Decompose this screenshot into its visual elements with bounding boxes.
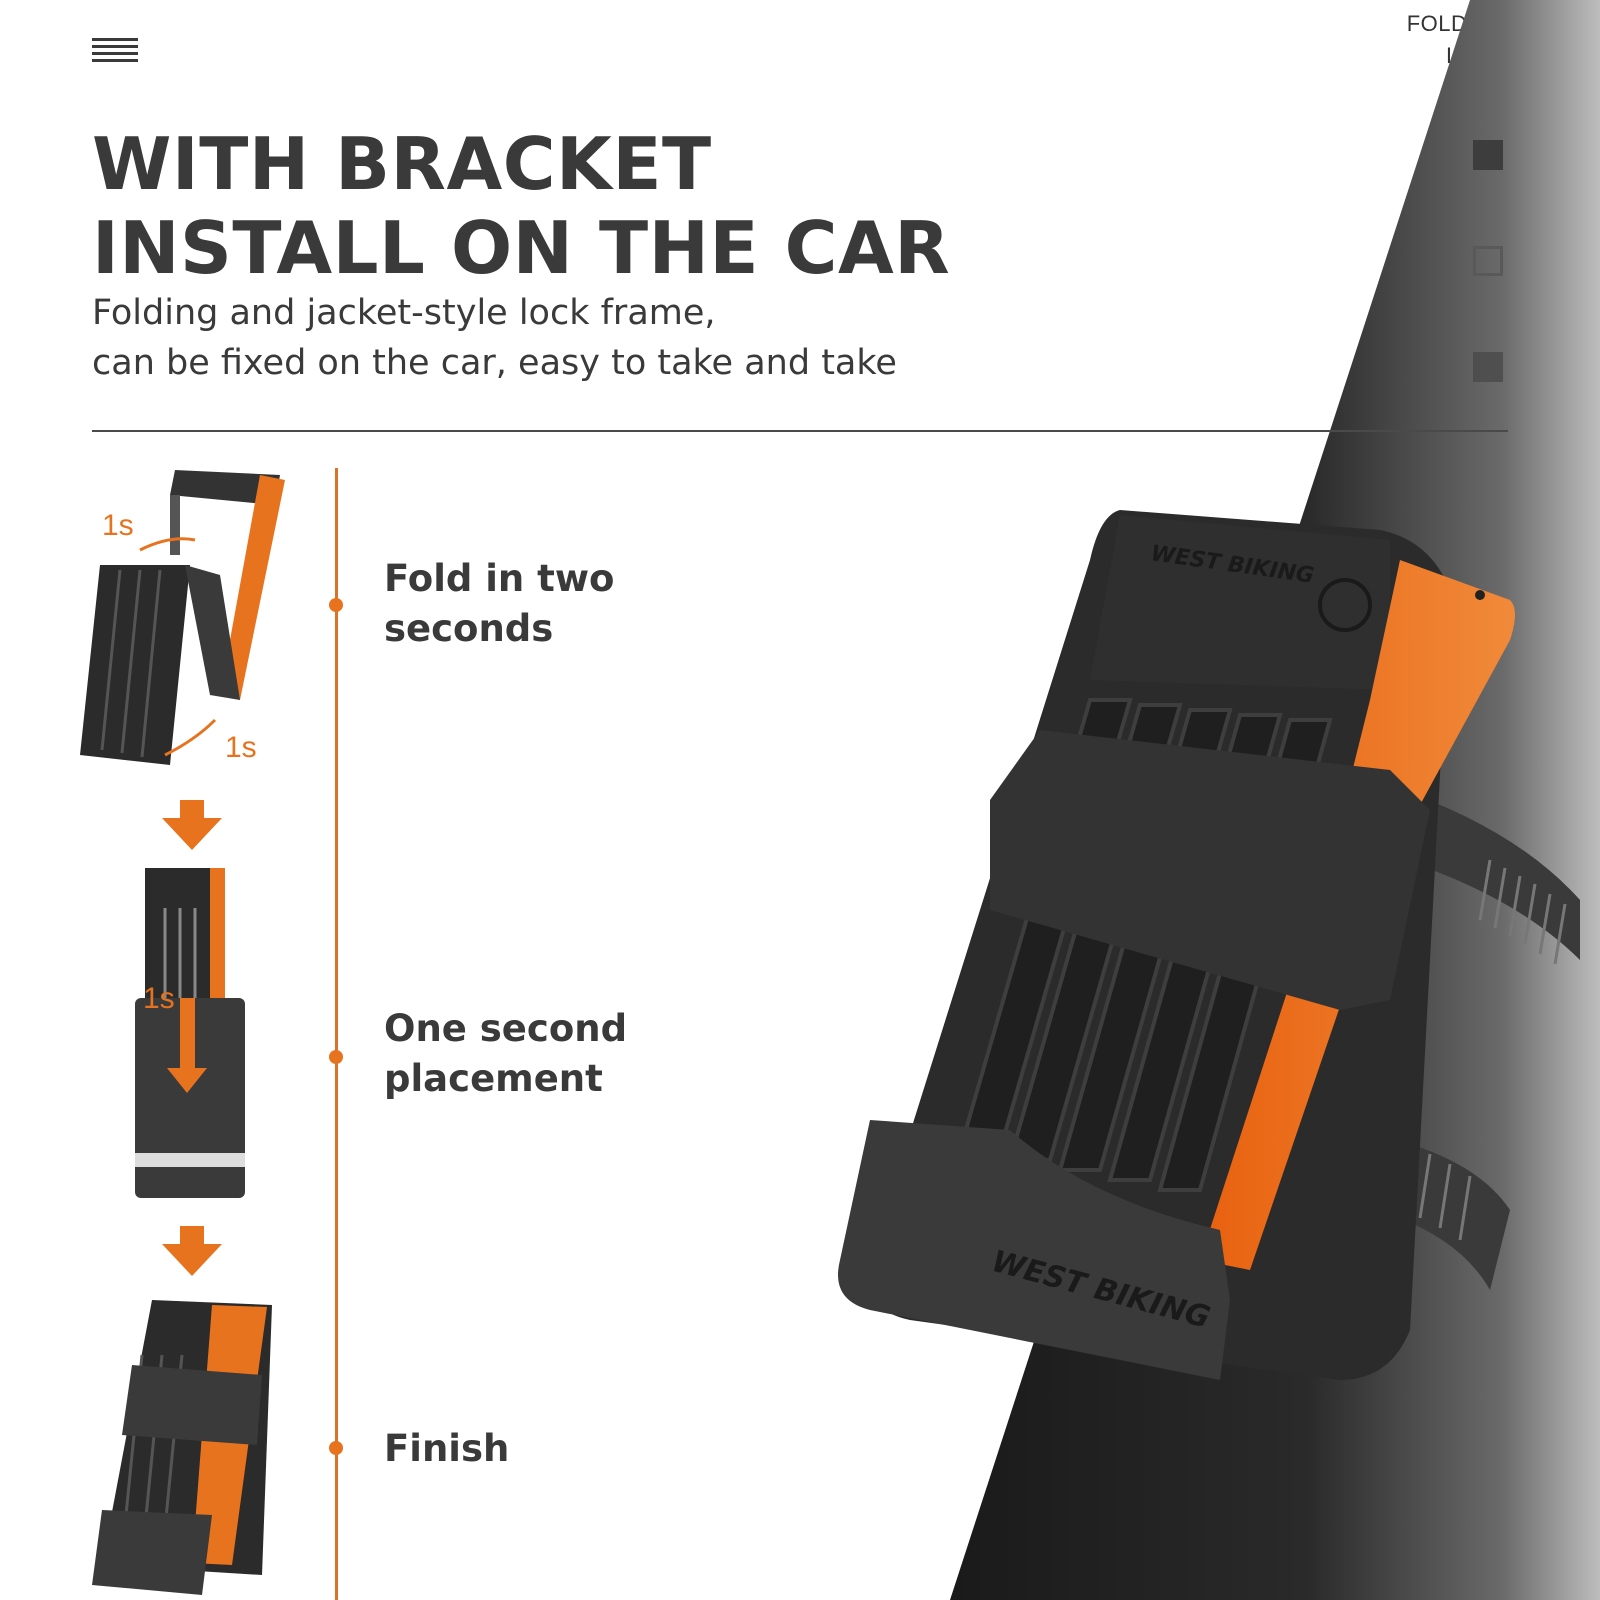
step-placement-line2: placement	[384, 1057, 603, 1100]
slide-marker-1[interactable]	[1473, 140, 1503, 170]
fold-time-label-bottom: 1s	[225, 731, 257, 764]
slide-marker-2[interactable]	[1473, 246, 1503, 276]
slide-marker-3[interactable]	[1473, 352, 1503, 382]
down-arrow-icon-1	[162, 800, 222, 850]
page-subtitle: Folding and jacket-style lock frame, can…	[92, 288, 897, 388]
step-placement-line1: One second	[384, 1007, 628, 1050]
step-placement: One second placement	[384, 1004, 627, 1104]
placement-time-label: 1s	[143, 982, 175, 1015]
headline-line2: INSTALL ON THE CAR	[92, 206, 951, 290]
finish-step-thumbnail	[92, 1300, 272, 1595]
step-finish: Finish	[384, 1424, 509, 1474]
page-headline: WITH BRACKET INSTALL ON THE CAR	[92, 122, 950, 290]
timeline-line	[335, 468, 338, 1600]
step-fold-line1: Fold in two	[384, 557, 615, 600]
step-finish-line1: Finish	[384, 1427, 510, 1470]
bike-mounted-lock-illustration: WEST BIKING WEST BIKING	[838, 0, 1600, 1600]
timeline-dot-3	[329, 1441, 343, 1455]
headline-line1: WITH BRACKET	[92, 122, 712, 206]
subtitle-line1: Folding and jacket-style lock frame,	[92, 293, 716, 333]
fold-step-thumbnail: 1s 1s	[80, 470, 285, 765]
placement-step-thumbnail: 1s	[135, 868, 245, 1198]
timeline-dot-1	[329, 598, 343, 612]
step-fold: Fold in two seconds	[384, 554, 614, 654]
subtitle-line2: can be fixed on the car, easy to take an…	[92, 343, 897, 383]
timeline-dot-2	[329, 1050, 343, 1064]
section-divider	[92, 430, 1508, 432]
fold-time-label-top: 1s	[102, 509, 134, 542]
menu-icon[interactable]	[92, 38, 138, 66]
down-arrow-icon-2	[162, 1226, 222, 1276]
step-fold-line2: seconds	[384, 607, 554, 650]
